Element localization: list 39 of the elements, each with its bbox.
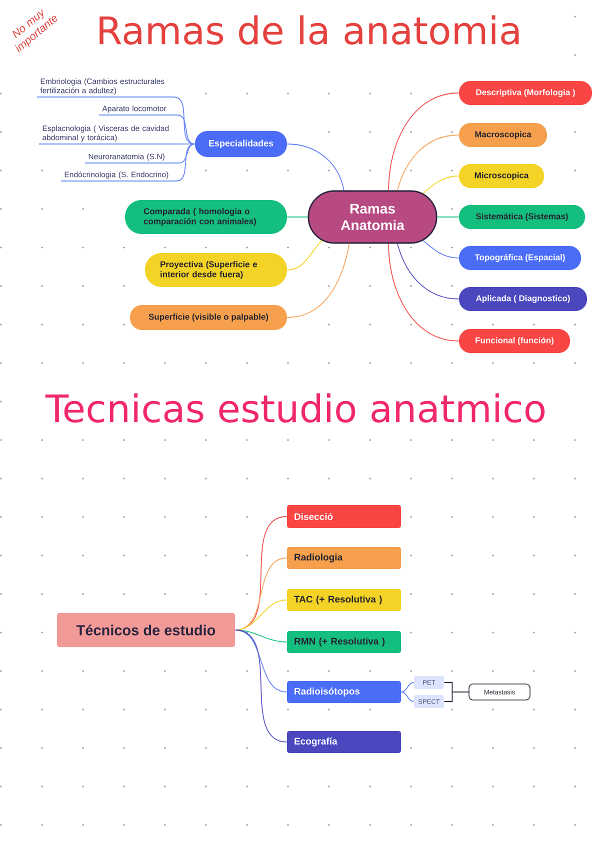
branch-line [388,243,460,342]
branch-line [286,144,344,191]
branch-box: Radioisótopos [287,681,401,703]
branch-pill: Aplicada ( Diagnostico) [459,287,587,311]
branch-box: TAC (+ Resolutiva ) [287,589,401,611]
title: Ramas de la anatomia [100,15,519,45]
branch-line [396,243,460,300]
branch-pill: Microscopica [459,164,544,188]
branch-box: RMN (+ Resolutiva ) [287,631,401,653]
branch-pill: Especialidades [195,131,287,157]
branch-box: Ecografía [287,731,401,753]
topic-bubble: Ramas Anatomia [308,190,438,244]
branch-line [422,176,460,194]
branch-box: Disecció [287,505,401,528]
branch-pill: Macroscopica [459,123,547,147]
branch-line [396,134,460,191]
branch-pill: Descriptiva (Morfologia ) [459,81,592,105]
bracket-line [444,692,470,702]
branch-pill: Sistemática (Sistemas) [459,205,585,229]
branch-pill: Topográfica (Espacial) [459,246,581,270]
branch-line [388,92,460,191]
branch-pill: Funcional (función) [459,329,570,353]
branch-line [178,144,196,164]
branch-line [436,216,460,218]
topic-box: Técnicos de estudio [57,613,235,647]
branch-line [422,240,460,258]
branch-box: Radiologia [287,547,401,569]
branch-pill: Comparada ( homologia o comparación con animales) [125,200,287,234]
branch-line [400,692,414,702]
branch-line [286,243,350,318]
section-heading: Tecnicas estudio anatmico [45,393,545,423]
branch-pill: Superficie (visible o palpable) [130,305,287,330]
branch-line [400,682,414,692]
branch-line [286,216,308,218]
branch-line [234,630,288,742]
branch-line [176,144,196,182]
branch-line [286,240,322,270]
branch-pill: Proyectiva (Superficie e interior desde fuera) [145,253,287,287]
branch-line [176,114,196,144]
